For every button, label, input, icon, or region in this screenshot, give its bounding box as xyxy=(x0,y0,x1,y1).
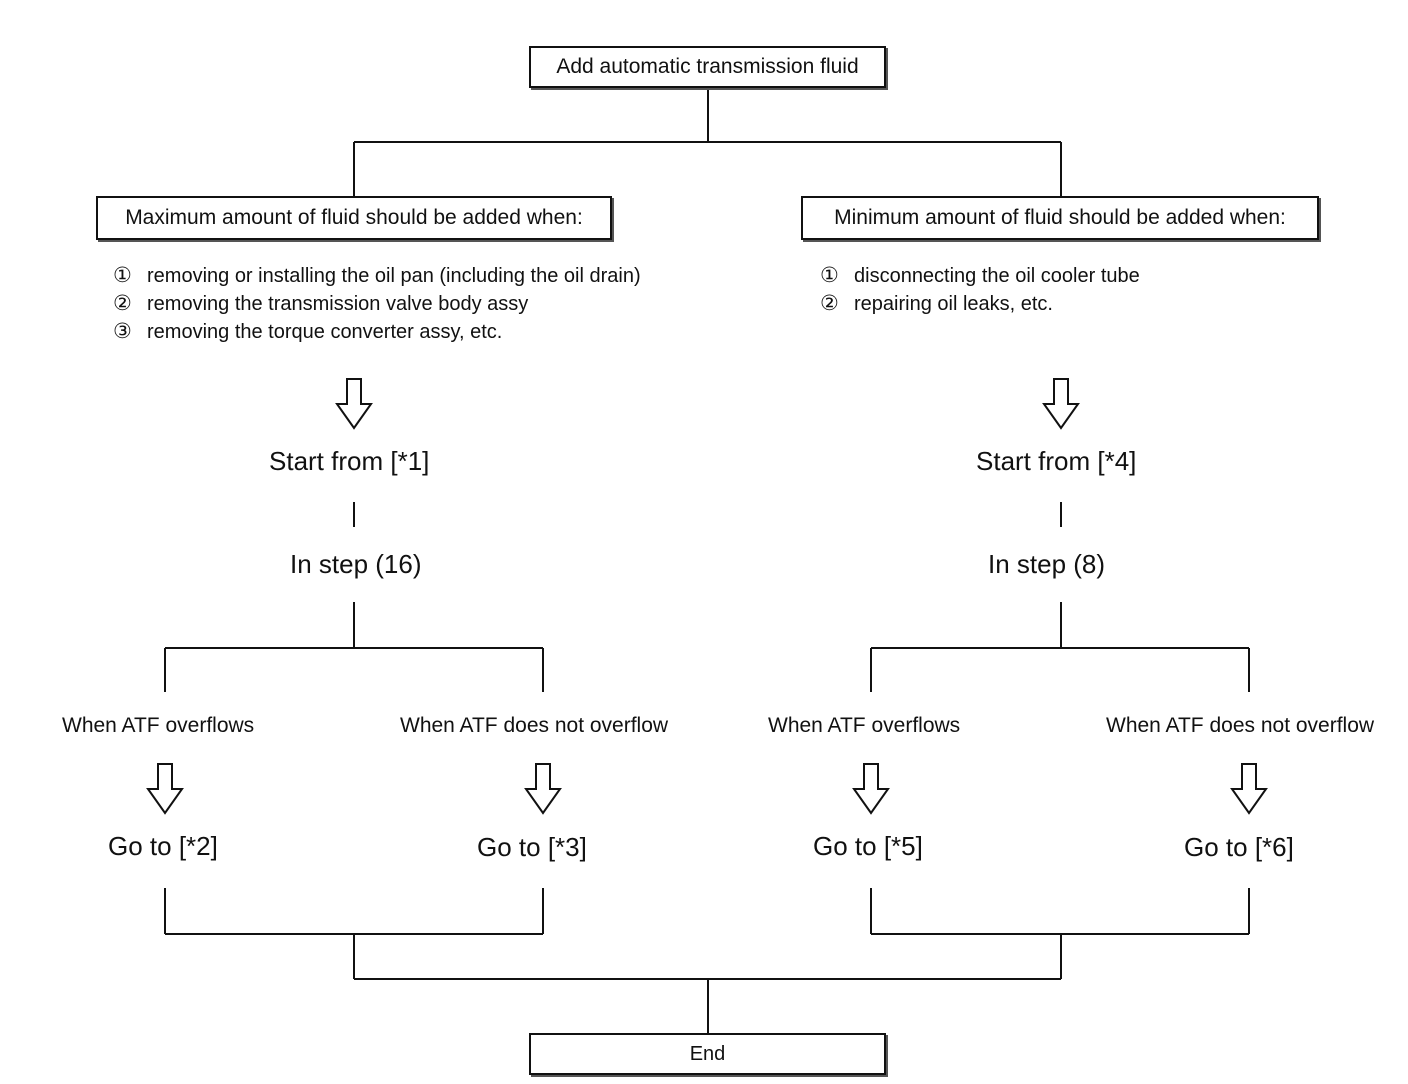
step-label-right: In step (8) xyxy=(988,549,1106,579)
down-arrow-icon xyxy=(524,763,562,815)
min-fluid-header: Minimum amount of fluid should be added … xyxy=(834,206,1286,229)
down-arrow-icon xyxy=(852,763,890,815)
step-label-left: In step (16) xyxy=(290,549,422,579)
start-from-label-right: Start from [*4] xyxy=(976,446,1137,476)
max-fluid-header-box: Maximum amount of fluid should be added … xyxy=(96,196,612,240)
condition-overflow-left: When ATF overflows xyxy=(62,714,255,737)
end-box-label: End xyxy=(689,1042,726,1065)
down-arrow-icon xyxy=(146,763,184,815)
goto-label-6: Go to [*6] xyxy=(1184,832,1294,862)
goto-label-3: Go to [*3] xyxy=(477,832,587,862)
end-box: End xyxy=(529,1033,886,1075)
goto-label-5: Go to [*5] xyxy=(813,831,923,861)
down-arrow-icon xyxy=(1042,378,1080,430)
goto-label-2: Go to [*2] xyxy=(108,831,218,861)
condition-overflow-right: When ATF overflows xyxy=(768,714,961,737)
start-from-label-left: Start from [*1] xyxy=(269,446,430,476)
down-arrow-icon xyxy=(335,378,373,430)
condition-no-overflow-right: When ATF does not overflow xyxy=(1106,714,1375,737)
start-box: Add automatic transmission fluid xyxy=(529,46,886,88)
start-box-label: Add automatic transmission fluid xyxy=(556,55,859,78)
condition-no-overflow-left: When ATF does not overflow xyxy=(400,714,669,737)
max-fluid-header: Maximum amount of fluid should be added … xyxy=(125,206,583,229)
down-arrow-icon xyxy=(1230,763,1268,815)
min-fluid-header-box: Minimum amount of fluid should be added … xyxy=(801,196,1319,240)
